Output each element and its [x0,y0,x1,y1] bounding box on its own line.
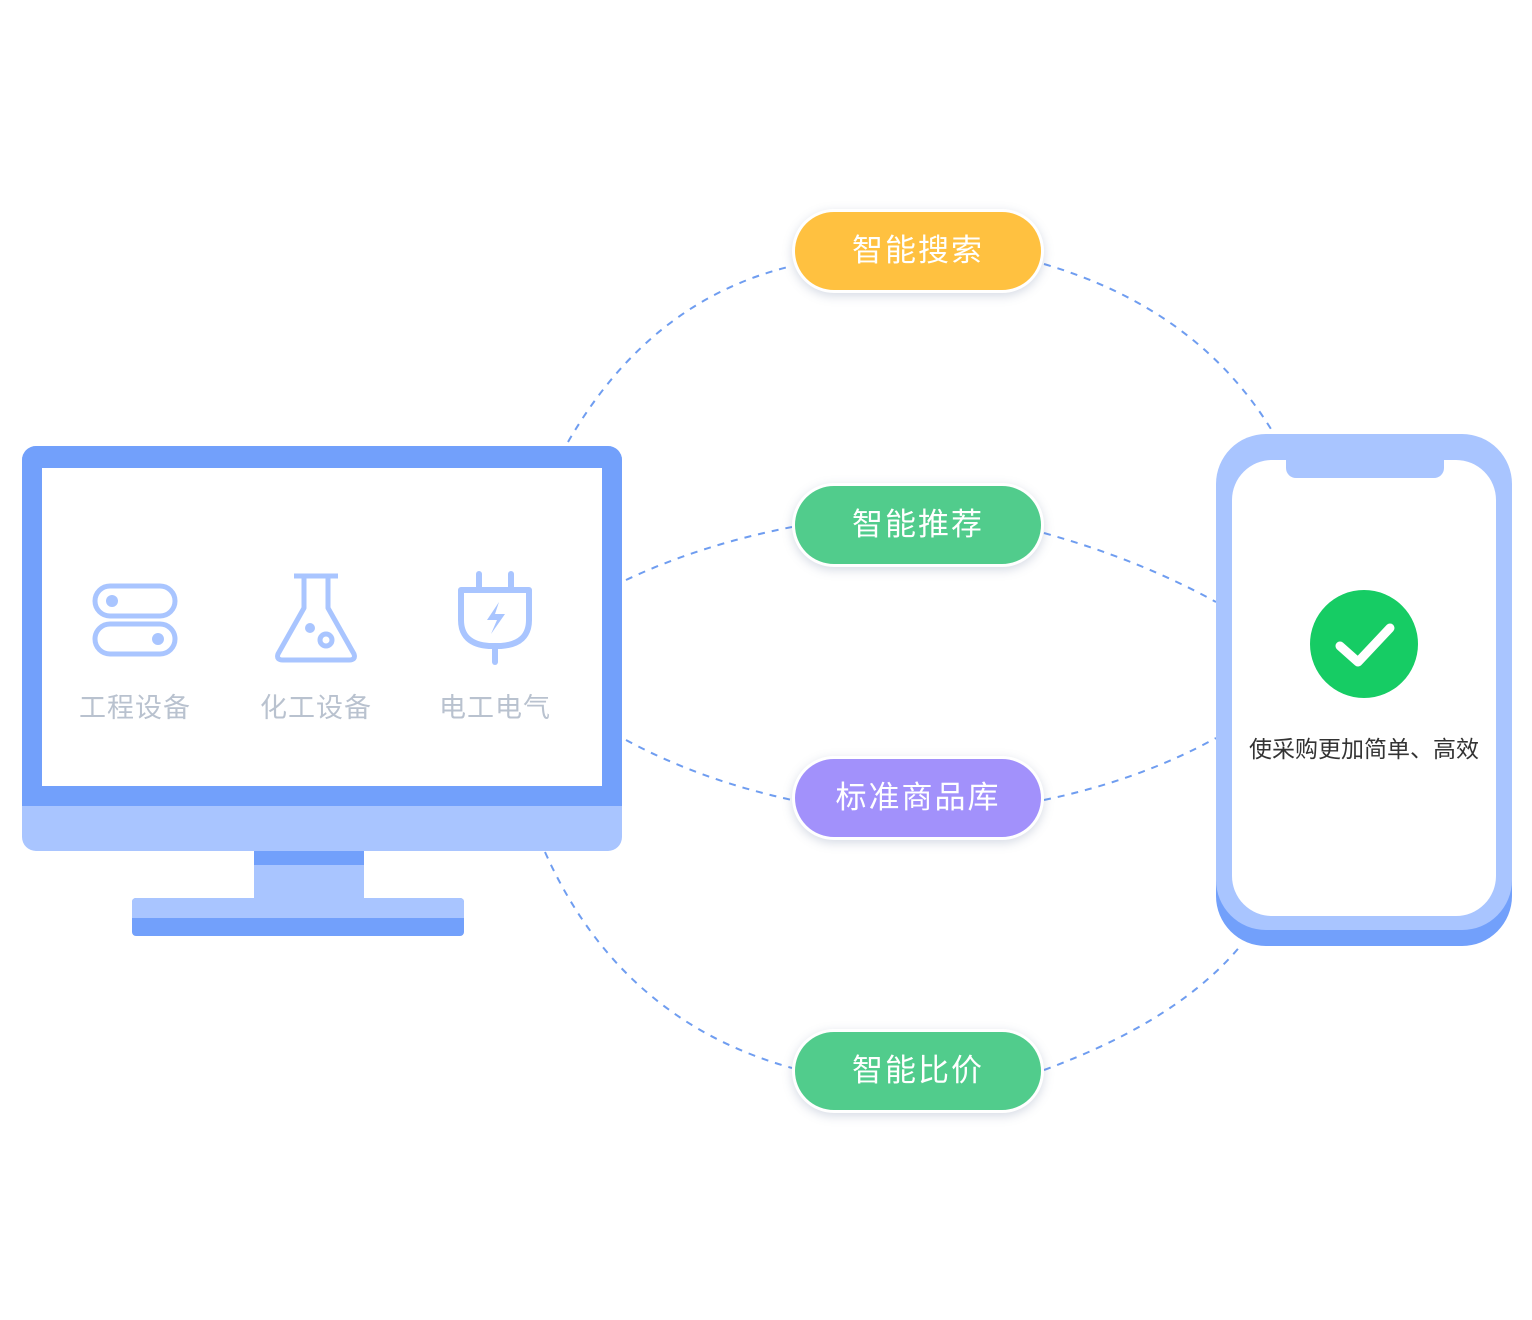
feature-smart-compare[interactable]: 智能比价 [792,1029,1044,1113]
desktop-monitor: 工程设备 化工设备 [22,446,622,936]
phone-notch [1286,454,1444,478]
flask-icon [275,573,357,663]
electric-plug-icon [458,571,532,665]
feature-standard-catalog[interactable]: 标准商品库 [792,756,1044,840]
category-electrical[interactable]: 电工电气 [420,568,570,725]
connector-catalog-right [1043,737,1217,801]
connector-compare-left [544,851,793,1069]
category-label: 化工设备 [260,693,372,724]
connector-search-right [1043,263,1275,435]
category-engineering-equipment[interactable]: 工程设备 [60,568,210,725]
connector-catalog-left [625,739,793,801]
monitor-screen: 工程设备 化工设备 [42,468,602,786]
mobile-phone: 使采购更加简单、高效 [1216,434,1512,946]
connector-recommend-right [1043,532,1217,603]
feature-smart-recommend[interactable]: 智能推荐 [792,483,1044,567]
connector-recommend-left [625,526,793,581]
category-chemical-equipment[interactable]: 化工设备 [241,568,391,725]
connector-compare-right [1043,943,1243,1071]
category-label: 电工电气 [439,693,551,724]
monitor-neck-shadow [254,851,364,865]
feature-smart-search[interactable]: 智能搜索 [792,209,1044,293]
phone-tagline: 使采购更加简单、高效 [1249,737,1479,763]
check-circle-icon [1310,590,1418,698]
toggle-switches-icon [92,583,178,657]
connector-search-left [567,265,793,443]
monitor-base-top [132,898,464,918]
category-label: 工程设备 [79,693,191,724]
